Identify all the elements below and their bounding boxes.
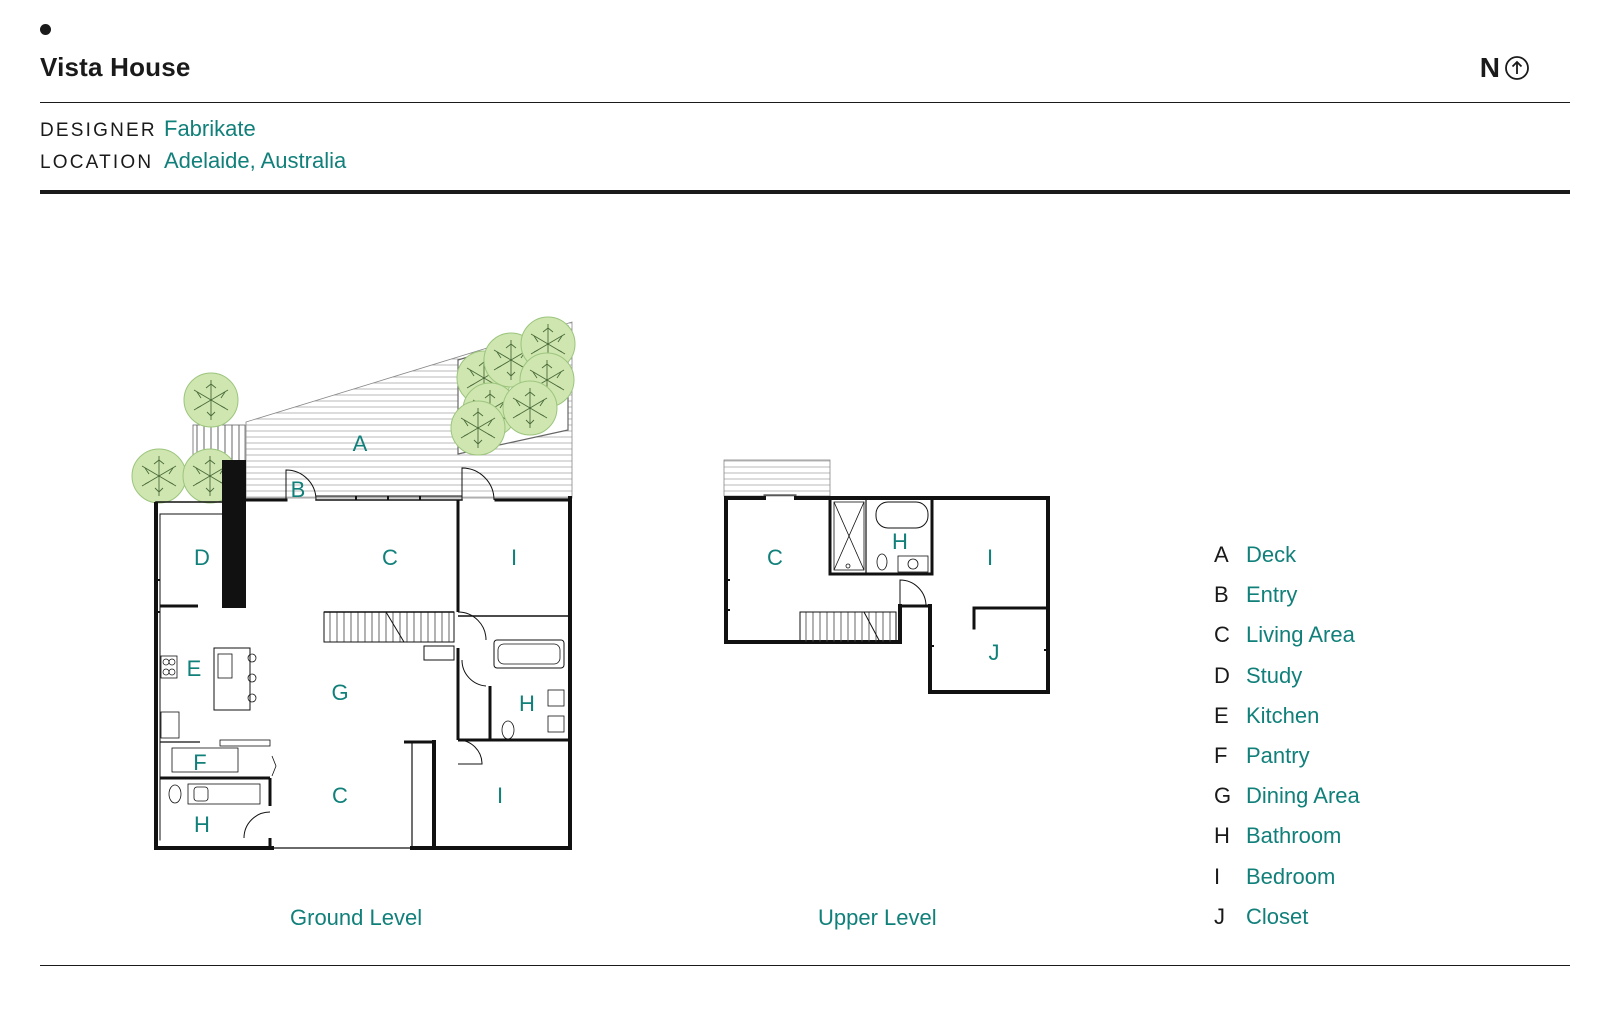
legend-item: I Bedroom xyxy=(1214,864,1360,904)
north-indicator: N xyxy=(1480,52,1530,84)
legend-key: B xyxy=(1214,582,1229,608)
legend-item: B Entry xyxy=(1214,582,1360,622)
legend-label: Deck xyxy=(1246,542,1297,567)
north-label: N xyxy=(1479,52,1500,83)
designer-label: DESIGNER xyxy=(40,120,157,141)
room-label: H xyxy=(194,812,210,837)
ground-level-label: Ground Level xyxy=(290,905,423,930)
upper-room-labels: C H I J xyxy=(767,529,999,665)
ground-room-labels: A B C D E F G H I C I H xyxy=(187,431,535,837)
room-label: C xyxy=(767,545,783,570)
meta-divider xyxy=(40,190,1570,194)
legend-key: I xyxy=(1214,863,1221,889)
legend-item: H Bathroom xyxy=(1214,823,1360,863)
legend-key: D xyxy=(1214,662,1230,688)
room-label: G xyxy=(331,680,348,705)
legend-label: Bathroom xyxy=(1246,823,1342,849)
upper-level-plan xyxy=(723,459,1050,694)
designer-link[interactable]: Fabrikate xyxy=(164,116,256,141)
legend-key: C xyxy=(1214,622,1230,648)
room-label: B xyxy=(291,477,306,502)
room-label: E xyxy=(187,656,202,681)
page-title: Vista House xyxy=(40,52,191,82)
room-label: I xyxy=(987,545,993,570)
legend-label: Entry xyxy=(1246,582,1298,608)
legend-item: A Deck xyxy=(1214,542,1360,582)
legend-key: H xyxy=(1214,823,1230,849)
legend-label: Study xyxy=(1246,662,1303,688)
room-label: H xyxy=(519,691,535,716)
legend-item: F Pantry xyxy=(1214,743,1360,783)
room-label: A xyxy=(353,431,368,456)
room-label: C xyxy=(382,545,398,570)
legend-key: A xyxy=(1214,542,1229,567)
room-label: D xyxy=(194,545,210,570)
legend-key: J xyxy=(1214,903,1225,929)
location-row: LOCATION Adelaide, Australia xyxy=(40,148,346,174)
upper-level-label: Upper Level xyxy=(818,905,937,930)
legend-item: G Dining Area xyxy=(1214,783,1360,823)
location-link[interactable]: Adelaide, Australia xyxy=(164,148,347,173)
legend-key: F xyxy=(1214,742,1228,768)
fireplace-wall xyxy=(222,460,246,608)
legend-item: C Living Area xyxy=(1214,622,1360,662)
legend-key: E xyxy=(1214,702,1229,728)
legend-item: D Study xyxy=(1214,663,1360,703)
legend-item: J Closet xyxy=(1214,904,1360,944)
legend-label: Bedroom xyxy=(1246,863,1336,889)
legend-label: Living Area xyxy=(1246,622,1355,648)
room-legend: A Deck B Entry C Living Area D Study E Kitche… xyxy=(1214,542,1360,944)
footer-divider xyxy=(40,965,1570,966)
bullet-dot xyxy=(40,24,51,35)
legend-label: Dining Area xyxy=(1246,783,1360,809)
legend-label: Kitchen xyxy=(1246,702,1320,728)
legend-label: Pantry xyxy=(1246,742,1310,768)
room-label: C xyxy=(332,783,348,808)
room-label: H xyxy=(892,529,908,554)
designer-row: DESIGNER Fabrikate xyxy=(40,116,256,142)
location-label: LOCATION xyxy=(40,152,154,173)
north-arrow-icon xyxy=(1505,56,1529,80)
room-label: I xyxy=(497,783,503,808)
legend-label: Closet xyxy=(1246,903,1309,929)
room-label: J xyxy=(989,640,1000,665)
ground-level-plan xyxy=(131,316,576,850)
room-label: F xyxy=(193,750,206,775)
legend-key: G xyxy=(1214,783,1232,809)
room-label: I xyxy=(511,545,517,570)
header-divider xyxy=(40,102,1570,103)
legend-item: E Kitchen xyxy=(1214,703,1360,743)
